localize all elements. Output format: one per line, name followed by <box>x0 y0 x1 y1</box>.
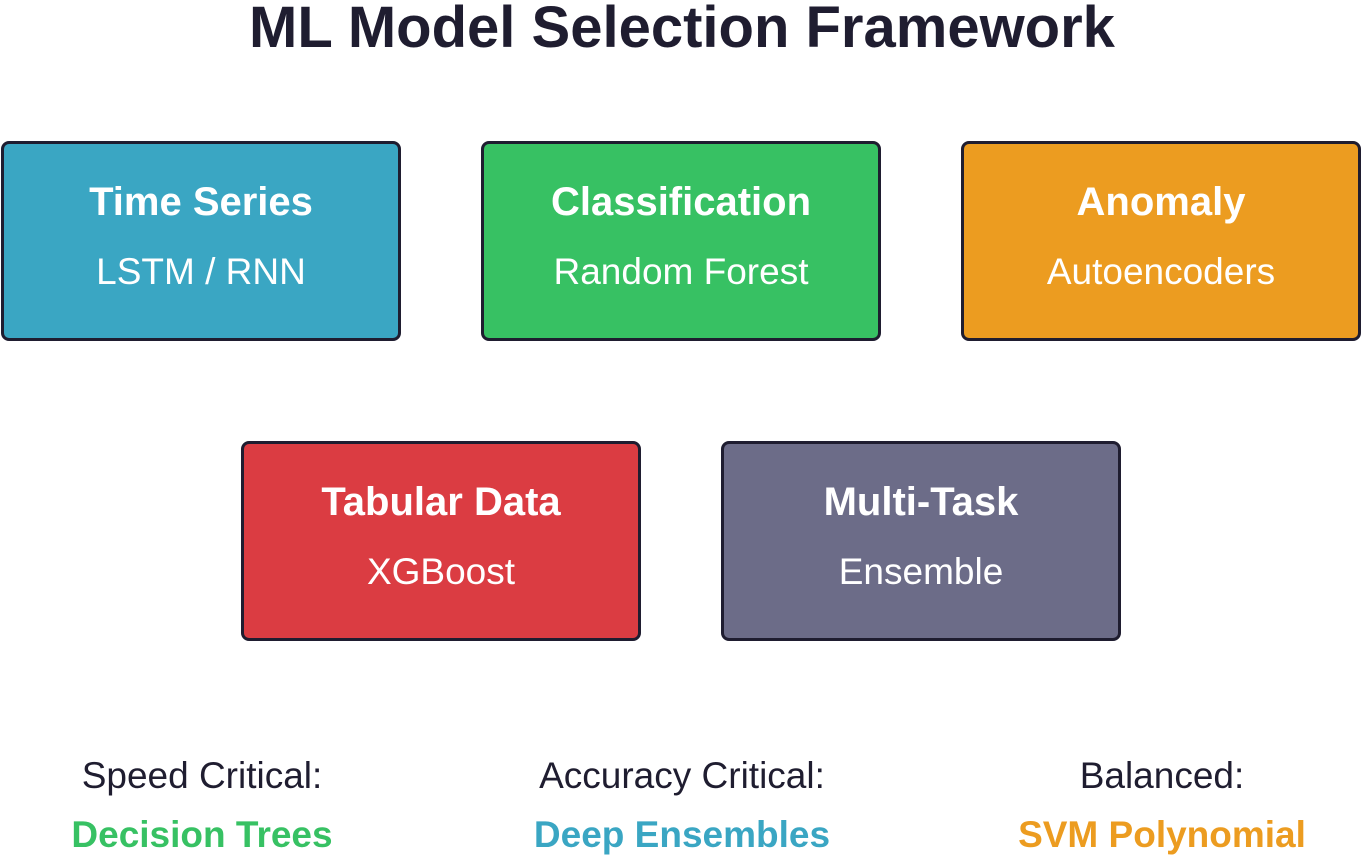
box-title: Time Series <box>89 180 313 224</box>
box-title: Anomaly <box>1076 180 1246 224</box>
recommendation-speed: Speed Critical: Decision Trees <box>0 752 442 859</box>
page-title: ML Model Selection Framework <box>249 0 1115 60</box>
recommendation-label: Accuracy Critical: <box>539 755 825 796</box>
box-multi-task: Multi-Task Ensemble <box>721 441 1121 641</box>
recommendation-balanced: Balanced: SVM Polynomial <box>922 752 1364 859</box>
box-model: Random Forest <box>553 251 809 292</box>
box-model: LSTM / RNN <box>96 251 306 292</box>
box-model: Ensemble <box>838 551 1004 592</box>
box-time-series: Time Series LSTM / RNN <box>1 141 401 341</box>
box-classification: Classification Random Forest <box>481 141 881 341</box>
recommendation-label: Balanced: <box>1079 755 1245 796</box>
recommendation-accuracy: Accuracy Critical: Deep Ensembles <box>442 752 922 859</box>
recommendation-label: Speed Critical: <box>81 755 323 796</box>
recommendation-value: Deep Ensembles <box>533 814 831 855</box>
box-title: Multi-Task <box>823 480 1019 524</box>
recommendation-value: Decision Trees <box>71 814 333 855</box>
box-model: Autoencoders <box>1046 251 1276 292</box>
box-tabular-data: Tabular Data XGBoost <box>241 441 641 641</box>
box-model: XGBoost <box>366 551 516 592</box>
box-title: Tabular Data <box>321 480 561 524</box>
box-anomaly: Anomaly Autoencoders <box>961 141 1361 341</box>
box-title: Classification <box>550 180 812 224</box>
recommendation-value: SVM Polynomial <box>1018 814 1306 855</box>
